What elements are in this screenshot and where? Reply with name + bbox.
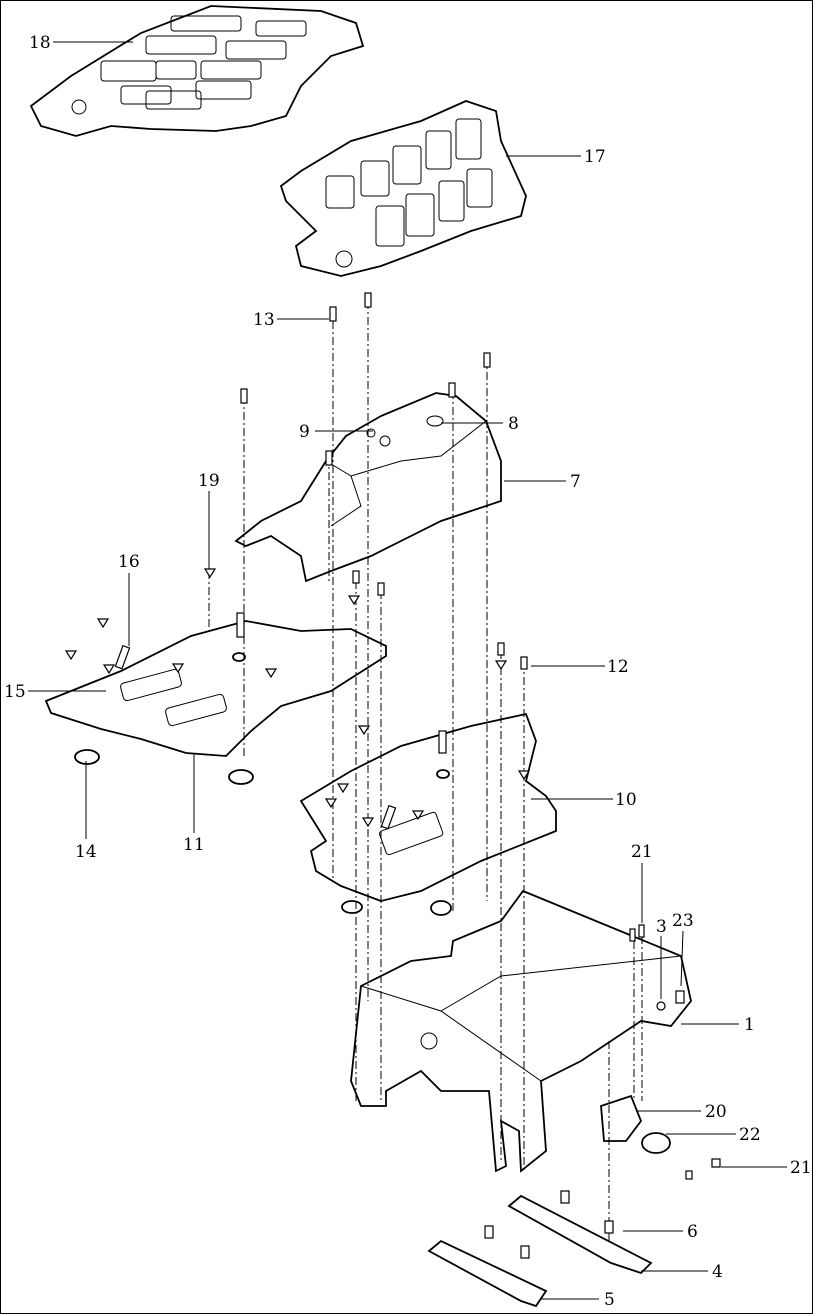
callout-22: 22 [739,1125,761,1145]
part-1-frame [350,889,692,1173]
callout-17: 17 [584,147,606,167]
assembly-lines [208,301,643,1241]
part-18-skid-plate [29,5,365,137]
part-17-skid-plate [279,100,527,277]
callout-15: 15 [4,682,26,702]
callout-20: 20 [705,1102,727,1122]
callout-3: 3 [656,917,667,937]
callout-labels: 18 17 13 9 8 7 19 16 15 12 10 14 11 21 3… [4,33,812,1310]
part-4-bracket [507,1194,653,1275]
callout-4: 4 [712,1262,723,1282]
callout-8: 8 [508,414,519,434]
callout-21b: 21 [790,1158,812,1178]
callout-14: 14 [75,842,97,862]
fasteners [64,292,721,1259]
part-10-floor-plate [299,712,557,916]
part-11-floor-plate [44,620,387,785]
callout-12: 12 [607,657,629,677]
callout-1: 1 [744,1015,755,1035]
callout-7: 7 [570,472,581,492]
callout-10: 10 [615,790,637,810]
callout-18: 18 [29,33,51,53]
callout-13: 13 [253,310,275,330]
callout-11: 11 [183,835,205,855]
callout-23: 23 [672,911,694,931]
callout-21a: 21 [631,842,653,862]
callout-9: 9 [299,422,310,442]
callout-19: 19 [198,471,220,491]
callout-5: 5 [604,1290,615,1310]
leader-lines [28,41,787,1300]
part-20-22-bracket [600,1094,671,1154]
callout-6: 6 [687,1222,698,1242]
callout-16: 16 [118,552,140,572]
